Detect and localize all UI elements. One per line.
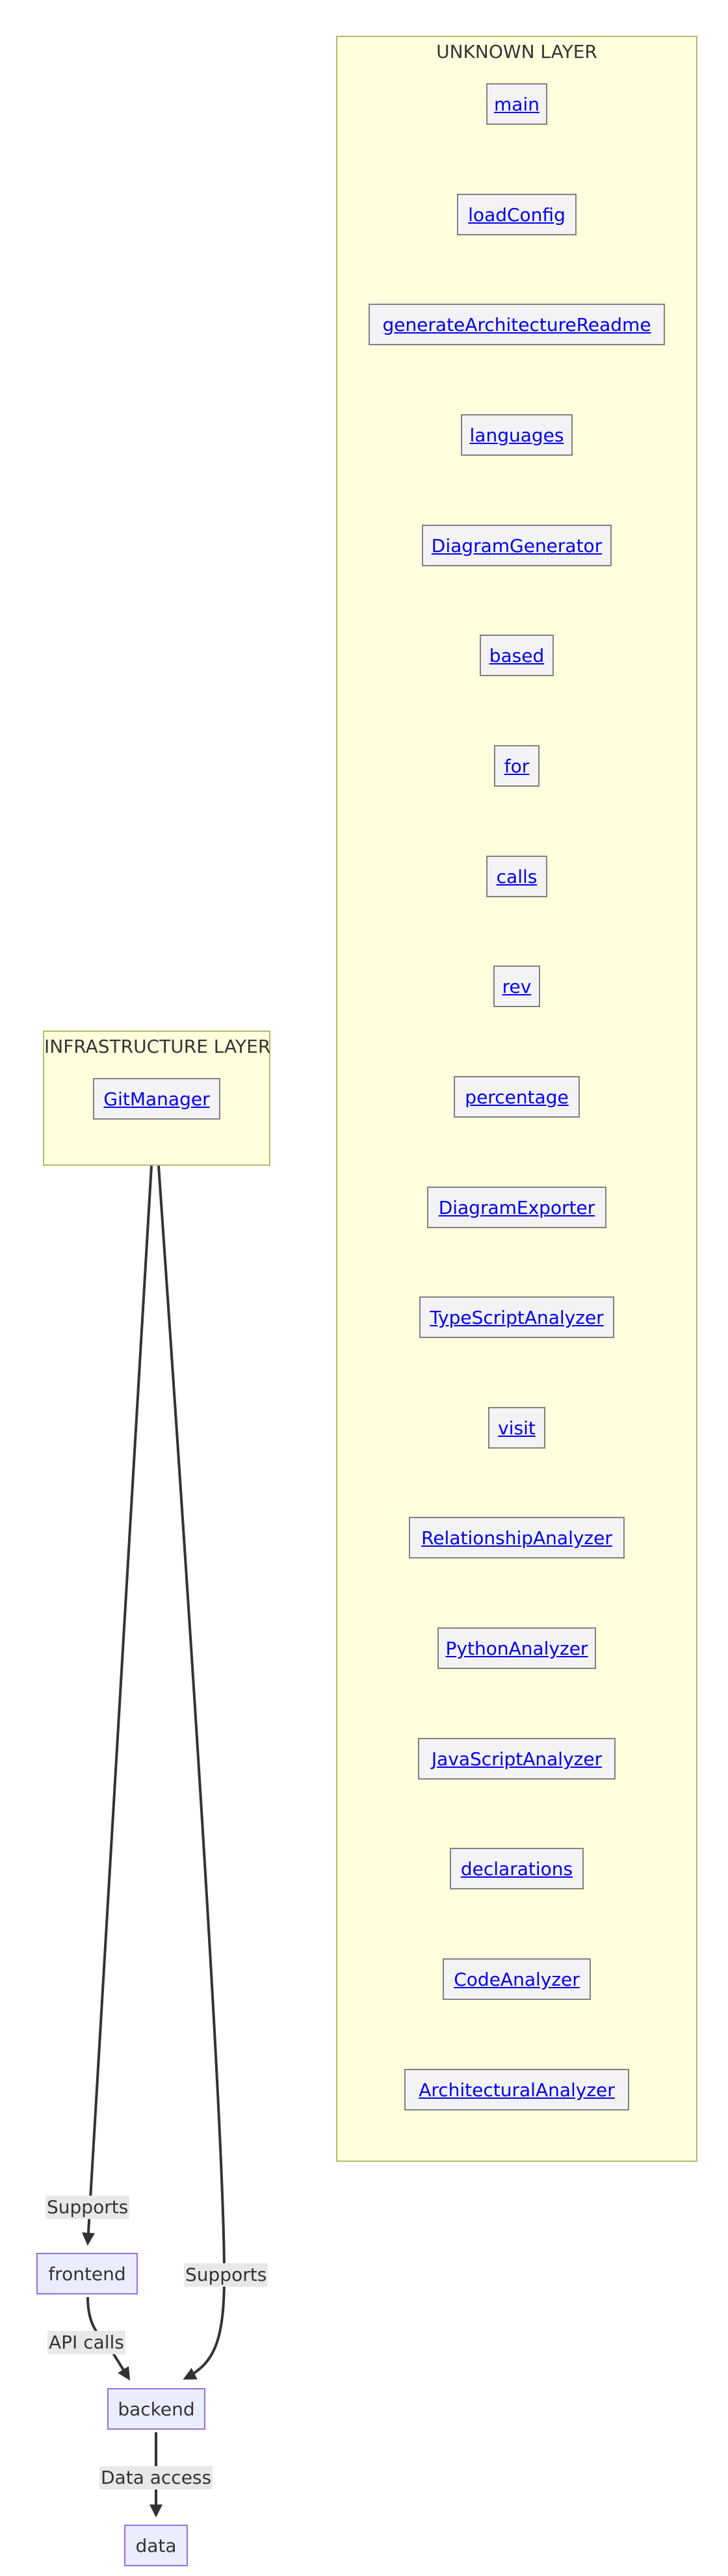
node-relationshipanalyzer-link[interactable]: RelationshipAnalyzer — [421, 1527, 612, 1549]
node-loadconfig[interactable]: loadConfig — [457, 194, 577, 235]
node-frontend-label: frontend — [48, 2263, 126, 2285]
node-backend-label: backend — [118, 2398, 195, 2420]
node-frontend: frontend — [36, 2253, 138, 2294]
node-javascriptanalyzer[interactable]: JavaScriptAnalyzer — [418, 1738, 616, 1780]
node-gitmanager-link[interactable]: GitManager — [103, 1088, 210, 1110]
node-data: data — [124, 2525, 188, 2566]
node-javascriptanalyzer-link[interactable]: JavaScriptAnalyzer — [431, 1748, 603, 1770]
edge-gitmanager-frontend — [81, 1165, 153, 2246]
node-main[interactable]: main — [486, 83, 547, 125]
edge-label-api-calls: API calls — [47, 2331, 125, 2354]
node-percentage-link[interactable]: percentage — [465, 1086, 569, 1108]
node-for-link[interactable]: for — [504, 755, 530, 777]
node-calls-link[interactable]: calls — [496, 865, 538, 887]
node-generatearchitecturereadme[interactable]: generateArchitectureReadme — [369, 304, 665, 345]
node-relationshipanalyzer[interactable]: RelationshipAnalyzer — [409, 1517, 625, 1558]
node-diagramgenerator-link[interactable]: DiagramGenerator — [431, 534, 603, 557]
edge-gitmanager-backend — [157, 1165, 226, 2380]
node-architecturalanalyzer[interactable]: ArchitecturalAnalyzer — [404, 2069, 629, 2110]
node-architecturalanalyzer-link[interactable]: ArchitecturalAnalyzer — [419, 2079, 615, 2101]
infrastructure-layer-title: INFRASTRUCTURE LAYER — [44, 1036, 271, 1057]
node-main-link[interactable]: main — [494, 93, 540, 115]
node-backend: backend — [107, 2388, 205, 2430]
node-calls[interactable]: calls — [486, 856, 547, 897]
node-typescriptanalyzer-link[interactable]: TypeScriptAnalyzer — [430, 1306, 604, 1328]
node-visit[interactable]: visit — [488, 1407, 545, 1449]
edge-label-supports-backend: Supports — [184, 2263, 268, 2287]
node-generatearchitecturereadme-link[interactable]: generateArchitectureReadme — [382, 313, 651, 335]
node-languages-link[interactable]: languages — [469, 424, 564, 446]
node-pythonanalyzer-link[interactable]: PythonAnalyzer — [445, 1637, 588, 1659]
node-diagramgenerator[interactable]: DiagramGenerator — [422, 525, 612, 566]
node-pythonanalyzer[interactable]: PythonAnalyzer — [437, 1627, 596, 1669]
node-codeanalyzer[interactable]: CodeAnalyzer — [443, 1958, 591, 2000]
node-diagramexporter-link[interactable]: DiagramExporter — [438, 1196, 595, 1218]
node-declarations[interactable]: declarations — [450, 1848, 584, 1889]
edge-label-supports-frontend: Supports — [46, 2196, 130, 2219]
node-based-link[interactable]: based — [489, 644, 545, 666]
node-codeanalyzer-link[interactable]: CodeAnalyzer — [454, 1968, 580, 1990]
node-percentage[interactable]: percentage — [454, 1076, 580, 1118]
node-loadconfig-link[interactable]: loadConfig — [468, 204, 566, 226]
node-rev-link[interactable]: rev — [502, 975, 532, 997]
edge-label-data-access: Data access — [99, 2466, 213, 2490]
node-languages[interactable]: languages — [461, 414, 573, 456]
node-gitmanager[interactable]: GitManager — [93, 1078, 220, 1120]
node-typescriptanalyzer[interactable]: TypeScriptAnalyzer — [419, 1296, 614, 1338]
node-declarations-link[interactable]: declarations — [460, 1858, 573, 1880]
node-based[interactable]: based — [480, 635, 554, 676]
node-for[interactable]: for — [494, 745, 540, 787]
node-data-label: data — [135, 2534, 177, 2556]
node-diagramexporter[interactable]: DiagramExporter — [427, 1187, 606, 1228]
node-rev[interactable]: rev — [493, 966, 540, 1007]
node-visit-link[interactable]: visit — [498, 1417, 536, 1439]
unknown-layer-title: UNKNOWN LAYER — [436, 41, 597, 62]
